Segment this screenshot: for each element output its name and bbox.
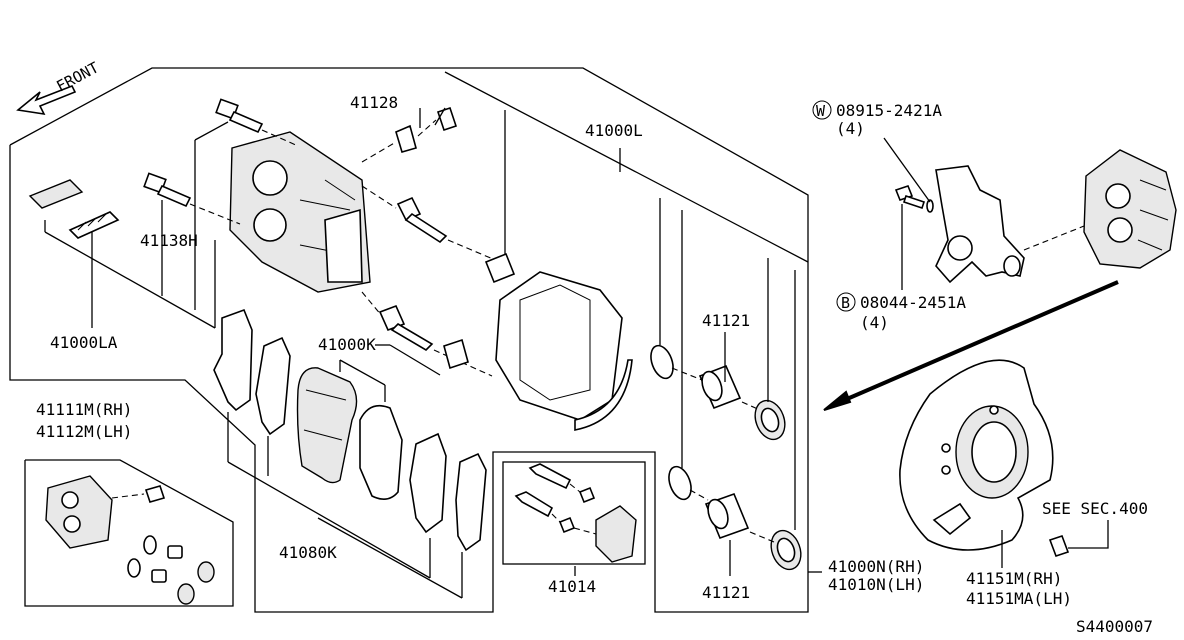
lower-guide-pin — [378, 304, 434, 352]
label-41000la: 41000LA — [50, 333, 118, 352]
front-label: FRONT — [53, 58, 101, 95]
label-41080k: 41080K — [279, 543, 337, 562]
label-08915-2421a: 08915-2421A — [836, 101, 942, 120]
label-41014: 41014 — [548, 577, 596, 596]
label-41112m-lh: 41112M(LH) — [36, 422, 132, 441]
bolt-symbol: B — [841, 294, 850, 312]
pad-kit-items — [28, 179, 120, 239]
piston-upper — [698, 364, 742, 410]
leaders-knuckle — [883, 137, 931, 290]
seal-ring-lower — [668, 465, 692, 501]
shim-outer-2 — [255, 336, 291, 436]
assembly-frame — [9, 67, 809, 613]
label-41010n-lh: 41010N(LH) — [828, 575, 924, 594]
front-arrow-icon — [16, 84, 77, 116]
leaders-pads — [227, 344, 463, 599]
bolt-symbol-icon — [836, 292, 856, 312]
diagram-code: S4400007 — [1076, 617, 1153, 636]
label-bolt-qty: (4) — [860, 313, 889, 332]
backing-plate — [899, 359, 1070, 558]
washer-symbol-icon — [812, 100, 832, 120]
caliper-assembly-right — [1083, 149, 1177, 269]
brake-pad-inner — [359, 404, 403, 500]
boot-middle — [484, 252, 516, 284]
caliper-bracket — [495, 271, 633, 431]
steering-knuckle — [935, 165, 1025, 284]
label-washer-qty: (4) — [836, 119, 865, 138]
leaders-41000l — [504, 110, 796, 530]
dust-boot-upper — [754, 399, 786, 441]
label-41000k: 41000K — [318, 335, 376, 354]
label-41000n-rh: 41000N(RH) — [828, 557, 924, 576]
leaders-plate — [1001, 520, 1109, 568]
shim-outer-1 — [213, 308, 253, 412]
leaders-pad-kit — [44, 121, 229, 329]
knuckle-bolt — [894, 185, 934, 213]
label-41128: 41128 — [350, 93, 398, 112]
lower-bolt — [143, 172, 192, 208]
repair-kit-inset — [502, 461, 646, 565]
label-41121-upper: 41121 — [702, 311, 750, 330]
brake-pad-outer — [296, 367, 358, 484]
caliper-housing — [229, 131, 371, 293]
seal-ring-upper — [650, 344, 674, 380]
label-41121-lower: 41121 — [702, 583, 750, 602]
piston-lower — [704, 492, 750, 540]
washer-symbol: W — [816, 102, 826, 120]
label-41000l: 41000L — [585, 121, 643, 140]
upper-guide-pin — [396, 196, 448, 244]
assembly-arrow-icon — [823, 280, 1119, 411]
label-41151ma-lh: 41151MA(LH) — [966, 589, 1072, 608]
label-41111m-rh: 41111M(RH) — [36, 400, 132, 419]
shim-inner-2 — [455, 452, 487, 552]
boot-lower — [443, 338, 469, 370]
label-see-sec: SEE SEC.400 — [1042, 499, 1148, 518]
boot-upper — [395, 106, 458, 153]
label-08044-2451a: 08044-2451A — [860, 293, 966, 312]
caliper-kit-inset — [24, 459, 234, 607]
label-41151m-rh: 41151M(RH) — [966, 569, 1062, 588]
leaders-misc — [419, 107, 822, 576]
label-41138h: 41138H — [140, 231, 198, 250]
dust-boot-lower — [770, 529, 802, 571]
upper-bolt — [215, 98, 264, 134]
shim-inner-1 — [409, 432, 447, 534]
